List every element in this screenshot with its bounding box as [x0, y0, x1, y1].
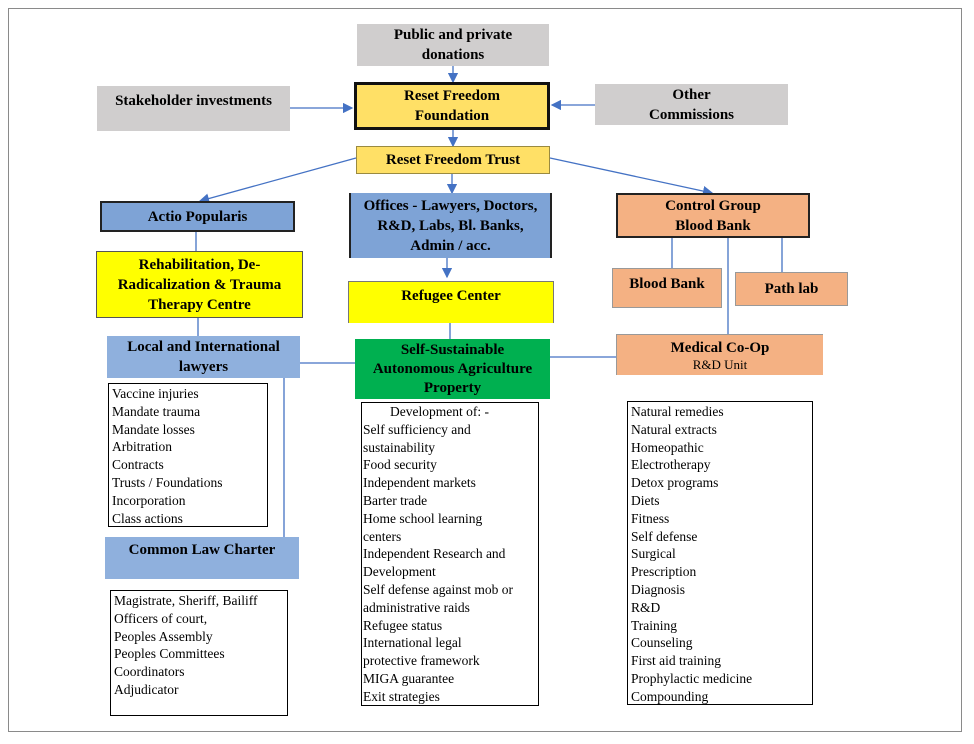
actio-label: Actio Popularis	[147, 208, 248, 225]
node-local-international-lawyers: Local and International lawyers	[107, 336, 300, 378]
node-agriculture-property: Self-Sustainable Autonomous Agriculture …	[355, 339, 550, 399]
lawyers-label: Local and International lawyers	[127, 339, 280, 375]
medical-list-item: Prescription	[631, 564, 697, 580]
agri-label: Self-Sustainable Autonomous Agriculture …	[372, 341, 533, 396]
development-list-item: sustainability	[363, 439, 435, 455]
charter-list-item: Peoples Committees	[114, 646, 225, 662]
medical-list-item: Detox programs	[631, 475, 719, 491]
bloodbank-label: Blood Bank	[629, 276, 705, 292]
development-list-item: Independent markets	[363, 475, 476, 491]
development-list-item: Independent Research and	[363, 546, 506, 562]
development-list-item: Home school learning	[363, 510, 483, 526]
medical-sub-label: R&D Unit	[692, 356, 748, 372]
offices-label: Offices - Lawyers, Doctors, R&D, Labs, B…	[363, 197, 538, 254]
foundation-label: Reset Freedom Foundation	[404, 88, 500, 124]
medical-list-item: Homeopathic	[631, 439, 704, 455]
development-header: Development of: -	[390, 404, 489, 419]
medical-list-item: Compounding	[631, 688, 709, 704]
medical-list-item: Surgical	[631, 546, 676, 562]
edge-trust-control	[549, 157, 714, 197]
development-list-item: MIGA guarantee	[363, 670, 455, 686]
node-stakeholder-investments: Stakeholder investments	[97, 86, 290, 131]
medical-list-item: Natural extracts	[631, 421, 717, 437]
charter-list-item: Officers of court,	[114, 610, 208, 626]
medical-list-item: R&D	[631, 599, 661, 615]
medical-list-item: Prophylactic medicine	[631, 670, 753, 686]
development-list-item: Exit strategies	[363, 688, 440, 704]
lawyers-list-item: Incorporation	[112, 492, 186, 508]
charter-label: Common Law Charter	[128, 542, 276, 558]
development-list-item: centers	[363, 528, 402, 544]
node-public-private-donations: Public and private donations	[357, 24, 549, 66]
lawyers-list-item: Arbitration	[112, 439, 172, 455]
node-actio-popularis: Actio Popularis	[100, 201, 295, 232]
charter-list-item: Magistrate, Sheriff, Bailiff	[114, 593, 258, 608]
node-reset-freedom-trust: Reset Freedom Trust	[356, 146, 550, 174]
donations-label: Public and private donations	[393, 27, 513, 63]
medical-list-item: Diagnosis	[631, 581, 685, 597]
control-label: Control Group Blood Bank	[665, 197, 761, 234]
medical-list-item: Self defense	[631, 528, 698, 544]
pathlab-label: Path lab	[764, 281, 819, 297]
development-list-item: Self sufficiency and	[363, 421, 471, 437]
diagram-frame	[8, 8, 962, 732]
node-path-lab: Path lab	[735, 272, 848, 306]
development-list: Development of: - Self sufficiency and su…	[361, 402, 539, 706]
node-control-group-blood-bank: Control Group Blood Bank	[616, 193, 810, 238]
node-reset-freedom-foundation: Reset Freedom Foundation	[354, 82, 550, 130]
charter-list-item: Peoples Assembly	[114, 628, 213, 644]
refugee-label: Refugee Center	[401, 288, 501, 304]
development-list-item: Refugee status	[363, 617, 443, 633]
medical-list-item: First aid training	[631, 653, 721, 669]
development-list-item: administrative raids	[363, 599, 470, 615]
node-common-law-charter: Common Law Charter	[105, 537, 299, 579]
medical-list-item: Fitness	[631, 510, 670, 526]
medical-list-item: Natural remedies	[631, 404, 724, 419]
medical-list-item: Training	[631, 617, 678, 633]
lawyers-list-item: Trusts / Foundations	[112, 474, 223, 490]
development-list-item: Barter trade	[363, 492, 428, 508]
node-offices: Offices - Lawyers, Doctors, R&D, Labs, B…	[349, 193, 552, 258]
edge-trust-actio	[198, 157, 357, 204]
development-list-item: Self defense against mob or	[363, 581, 513, 597]
node-blood-bank: Blood Bank	[612, 268, 722, 308]
development-list-item: International legal	[363, 635, 462, 651]
development-list-item: Food security	[363, 457, 437, 473]
charter-list-item: Adjudicator	[114, 681, 179, 697]
trust-label: Reset Freedom Trust	[385, 152, 521, 168]
medical-list-item: Diets	[631, 492, 660, 508]
lawyers-list-item: Contracts	[112, 457, 164, 473]
other-label: Other Commissions	[648, 86, 734, 123]
node-medical-co-op: Medical Co-Op R&D Unit	[616, 334, 823, 375]
node-refugee-center: Refugee Center	[348, 281, 554, 323]
rehab-label: Rehabilitation, De-Radicalization & Trau…	[117, 256, 282, 313]
medical-label: Medical Co-Op	[670, 339, 770, 356]
lawyers-list-item: Mandate trauma	[112, 403, 201, 419]
lawyers-list-item: Vaccine injuries	[112, 386, 199, 401]
node-rehabilitation-centre: Rehabilitation, De-Radicalization & Trau…	[96, 251, 303, 318]
stakeholder-label: Stakeholder investments	[115, 93, 272, 109]
medical-list-item: Counseling	[631, 635, 693, 651]
lawyers-list-item: Class actions	[112, 510, 183, 526]
development-list-item: Development	[363, 564, 436, 580]
medical-list-item: Electrotherapy	[631, 457, 711, 473]
lawyers-list-item: Mandate losses	[112, 421, 195, 437]
development-list-item: protective framework	[363, 653, 480, 669]
node-other-commissions: Other Commissions	[595, 84, 788, 125]
charter-list-item: Coordinators	[114, 664, 185, 680]
